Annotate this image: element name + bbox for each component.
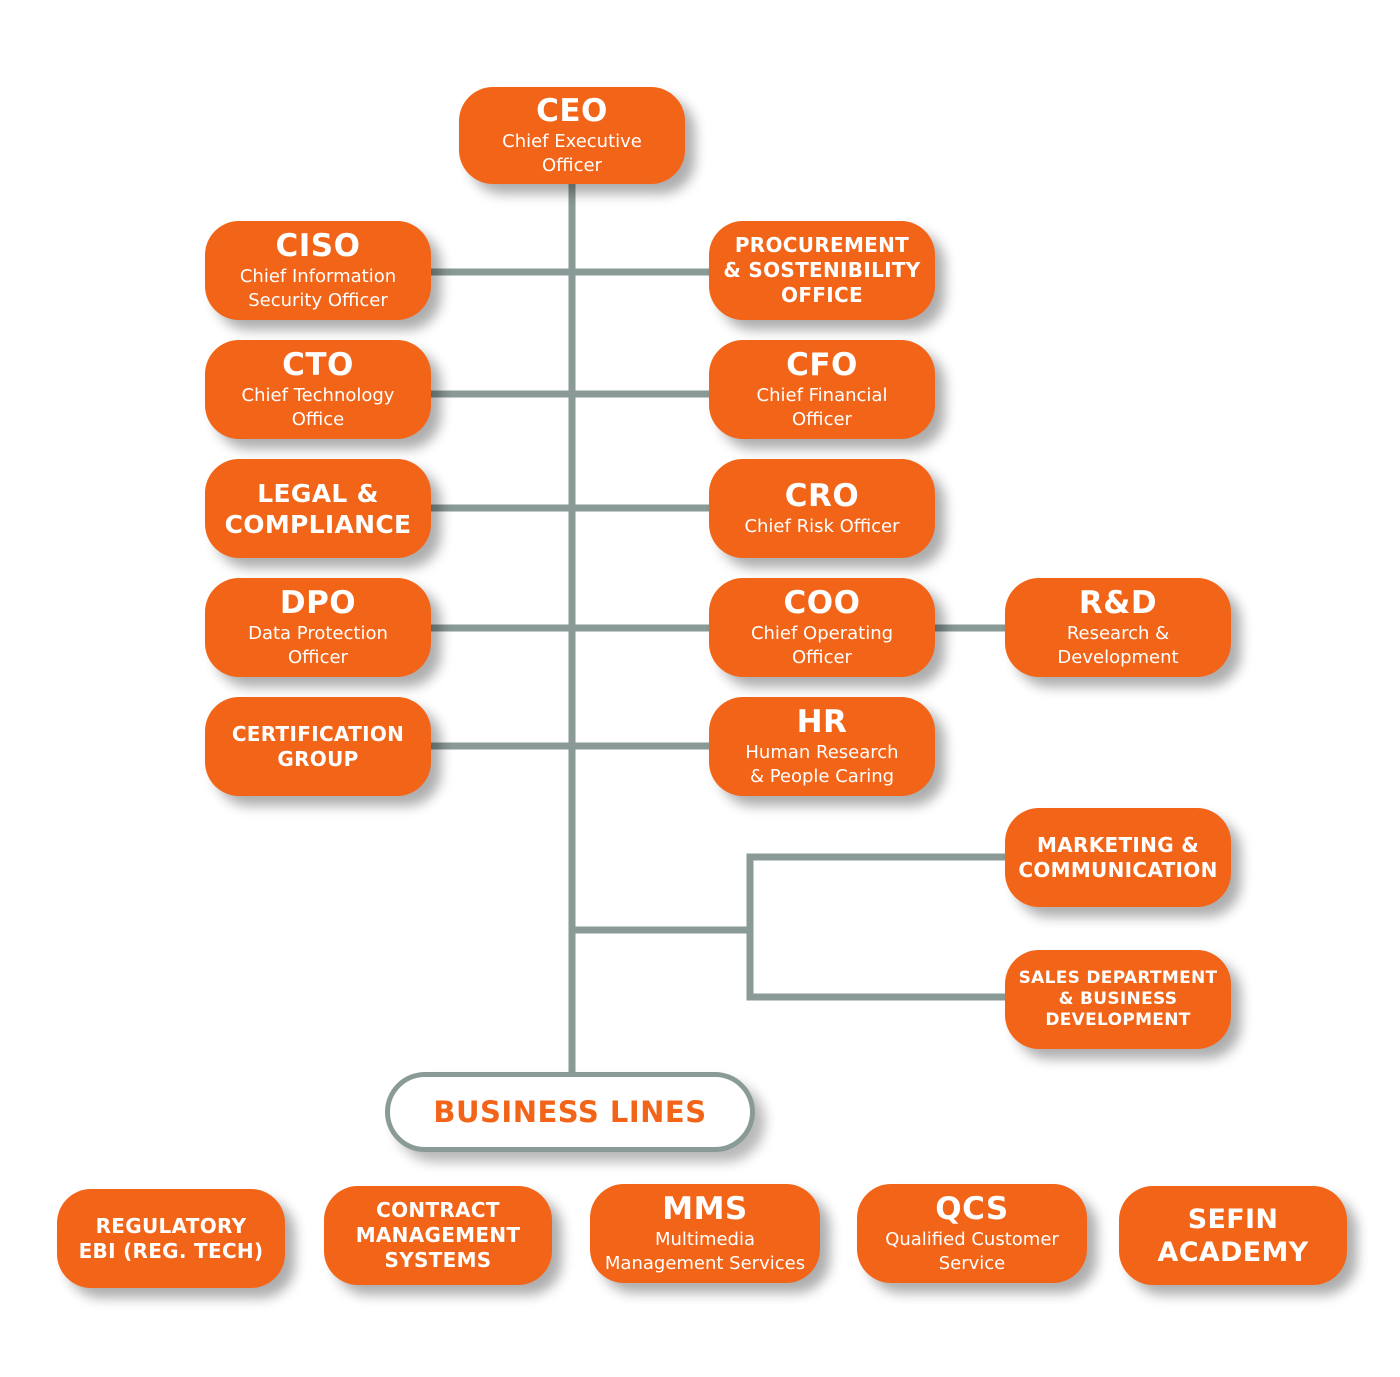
- hr-line1: Human Research: [745, 741, 899, 763]
- sales-line2: & BUSINESS: [1058, 989, 1178, 1009]
- qcs-line1: Qualified Customer: [885, 1228, 1059, 1250]
- rnd-line2: Development: [1057, 646, 1179, 668]
- cfo-title: CFO: [786, 347, 858, 384]
- sefin-line1: SEFIN: [1187, 1203, 1279, 1235]
- business-lines-label: BUSINESS LINES: [433, 1095, 707, 1129]
- ciso-line2: Security Officer: [248, 289, 388, 311]
- dpo-title: DPO: [279, 585, 357, 622]
- sales-business-development-box: SALES DEPARTMENT & BUSINESS DEVELOPMENT: [1005, 950, 1231, 1049]
- regulatory-line2: EBI (REG. TECH): [78, 1238, 264, 1263]
- cfo-line1: Chief Financial: [756, 384, 888, 406]
- contract-line2: MANAGEMENT: [355, 1223, 521, 1247]
- coo-title: COO: [783, 585, 861, 622]
- certification-group-box: CERTIFICATION GROUP: [205, 697, 431, 796]
- cto-line2: Office: [291, 408, 345, 430]
- dpo-line1: Data Protection: [248, 622, 388, 644]
- cro-line1: Chief Risk Officer: [744, 515, 900, 537]
- rnd-box: R&D Research & Development: [1005, 578, 1231, 677]
- hr-line2: & People Caring: [749, 765, 895, 787]
- legal-line1: LEGAL &: [257, 478, 379, 508]
- cfo-box: CFO Chief Financial Officer: [709, 340, 935, 439]
- ceo-box: CEO Chief Executive Officer: [459, 87, 685, 184]
- coo-line2: Officer: [792, 646, 852, 668]
- rnd-title: R&D: [1078, 585, 1158, 622]
- qcs-title: QCS: [935, 1191, 1009, 1228]
- ceo-line1: Chief Executive: [502, 130, 642, 152]
- procurement-line1: PROCUREMENT: [734, 233, 910, 257]
- mms-box: MMS Multimedia Management Services: [590, 1184, 820, 1283]
- ceo-line2: Officer: [542, 154, 602, 176]
- procurement-box: PROCUREMENT & SOSTENIBILITY OFFICE: [709, 221, 935, 320]
- qcs-box: QCS Qualified Customer Service: [857, 1184, 1087, 1283]
- coo-line1: Chief Operating: [750, 622, 894, 644]
- ciso-title: CISO: [275, 228, 361, 265]
- cto-line1: Chief Technology: [241, 384, 395, 406]
- qcs-line2: Service: [938, 1252, 1006, 1274]
- regulatory-box: REGULATORY EBI (REG. TECH): [57, 1189, 285, 1288]
- cto-title: CTO: [282, 347, 354, 384]
- sales-line3: DEVELOPMENT: [1045, 1010, 1191, 1030]
- certification-line2: GROUP: [277, 746, 359, 771]
- marketing-line2: COMMUNICATION: [1018, 857, 1218, 882]
- procurement-line3: OFFICE: [781, 283, 863, 307]
- branch-commercial-bracket: [746, 853, 1008, 1001]
- coo-box: COO Chief Operating Officer: [709, 578, 935, 677]
- regulatory-line1: REGULATORY: [95, 1213, 247, 1238]
- cro-box: CRO Chief Risk Officer: [709, 459, 935, 558]
- certification-line1: CERTIFICATION: [231, 721, 405, 746]
- mms-line2: Management Services: [604, 1252, 806, 1274]
- legal-compliance-box: LEGAL & COMPLIANCE: [205, 459, 431, 558]
- cto-box: CTO Chief Technology Office: [205, 340, 431, 439]
- ceo-title: CEO: [536, 93, 608, 130]
- mms-line1: Multimedia: [654, 1228, 756, 1250]
- contract-line3: SYSTEMS: [384, 1248, 492, 1272]
- business-lines-box: BUSINESS LINES: [385, 1072, 755, 1152]
- contract-line1: CONTRACT: [376, 1198, 500, 1222]
- ciso-line1: Chief Information: [239, 265, 397, 287]
- legal-line2: COMPLIANCE: [224, 509, 412, 539]
- ciso-box: CISO Chief Information Security Officer: [205, 221, 431, 320]
- hr-box: HR Human Research & People Caring: [709, 697, 935, 796]
- dpo-box: DPO Data Protection Officer: [205, 578, 431, 677]
- contract-management-box: CONTRACT MANAGEMENT SYSTEMS: [324, 1186, 552, 1285]
- marketing-communication-box: MARKETING & COMMUNICATION: [1005, 808, 1231, 907]
- sefin-academy-box: SEFIN ACADEMY: [1119, 1186, 1347, 1285]
- dpo-line2: Officer: [288, 646, 348, 668]
- rnd-line1: Research &: [1066, 622, 1170, 644]
- sefin-line2: ACADEMY: [1157, 1236, 1309, 1268]
- hr-title: HR: [796, 704, 848, 741]
- sales-line1: SALES DEPARTMENT: [1018, 968, 1218, 988]
- mms-title: MMS: [662, 1191, 748, 1228]
- procurement-line2: & SOSTENIBILITY: [723, 258, 921, 282]
- marketing-line1: MARKETING &: [1037, 832, 1199, 857]
- cro-title: CRO: [784, 478, 860, 515]
- cfo-line2: Officer: [792, 408, 852, 430]
